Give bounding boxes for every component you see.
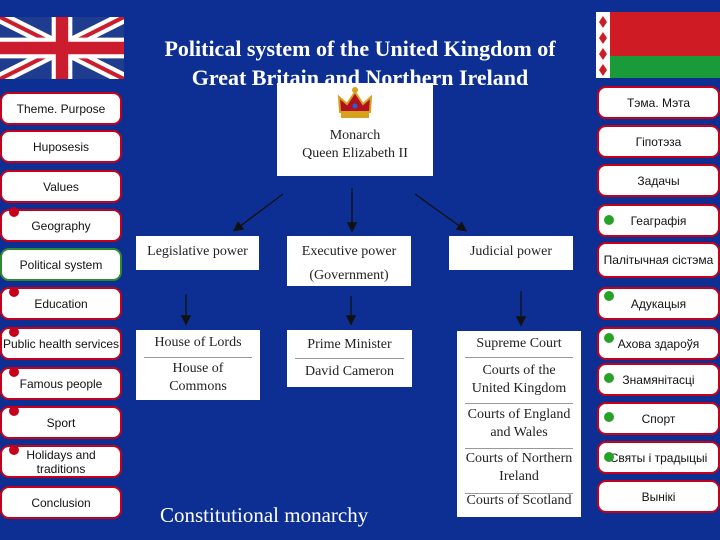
nav-znamianitasci[interactable]: Знамянітасці: [597, 363, 720, 396]
nav-label: Values: [43, 179, 79, 194]
nav-holidays[interactable]: Holidays and traditions: [0, 445, 122, 478]
bullet-dot: [9, 207, 19, 217]
courts-ni-line1: Courts of Northern: [465, 451, 573, 466]
footer-caption: Constitutional monarchy: [160, 503, 369, 527]
crown-icon: [337, 87, 373, 118]
nav-geography[interactable]: Geography: [0, 209, 122, 242]
executive-power-subtitle: (Government): [309, 268, 389, 283]
nav-public-health[interactable]: Public health services: [0, 327, 122, 360]
nav-education[interactable]: Education: [0, 287, 122, 320]
judicial-power-card: Judicial power: [449, 236, 573, 270]
legislative-power-label: Legislative power: [147, 244, 248, 259]
bullet-dot: [604, 333, 614, 343]
divider: [465, 403, 573, 404]
nav-label: Conclusion: [31, 495, 91, 510]
divider: [465, 357, 573, 358]
prime-minister-name: David Cameron: [304, 364, 395, 379]
nav-theme-purpose[interactable]: Theme. Purpose: [0, 92, 122, 125]
nav-hypothesis[interactable]: Huposesis: [0, 130, 122, 163]
supreme-court: Supreme Court: [476, 336, 562, 351]
nav-label: Задачы: [637, 173, 680, 188]
bullet-dot: [604, 412, 614, 422]
nav-label: Holidays and traditions: [26, 447, 96, 476]
arrow-to-legislative: [232, 193, 284, 232]
bullet-dot: [9, 327, 19, 337]
bullet-dot: [9, 287, 19, 297]
divider: [144, 357, 252, 358]
nav-label: Спорт: [641, 411, 676, 426]
judicial-power-label: Judicial power: [469, 244, 553, 259]
nav-label: Вынікі: [641, 489, 676, 504]
government-card: Prime Minister David Cameron: [287, 330, 412, 387]
belarus-flag-icon: [596, 12, 720, 78]
nav-label: Знамянітасці: [622, 372, 695, 387]
courts-england-line2: and Wales: [490, 425, 548, 440]
nav-values[interactable]: Values: [0, 170, 122, 203]
nav-label: Theme. Purpose: [16, 101, 106, 116]
house-of-commons-line2: Commons: [169, 379, 227, 394]
nav-sport[interactable]: Sport: [0, 406, 122, 439]
courts-uk-line1: Courts of the: [482, 363, 556, 378]
bullet-dot: [9, 367, 19, 377]
nav-label: Sport: [46, 415, 76, 430]
nav-political-system[interactable]: Political system: [0, 248, 122, 281]
nav-label: Famous people: [19, 376, 103, 391]
bullet-dot: [9, 445, 19, 455]
nav-label: Huposesis: [32, 139, 90, 154]
bullet-dot: [9, 406, 19, 416]
title-line-1: Political system of the United Kingdom o…: [164, 36, 556, 61]
executive-power-label: Executive power: [301, 244, 397, 259]
monarch-name: Queen Elizabeth II: [302, 146, 408, 161]
prime-minister-title: Prime Minister: [307, 337, 392, 352]
courts-card: Supreme Court Courts of the United Kingd…: [457, 331, 581, 517]
house-of-lords: House of Lords: [154, 335, 242, 350]
courts-uk-line2: United Kingdom: [471, 381, 567, 396]
bullet-dot: [604, 215, 614, 225]
parliament-card: House of Lords House of Commons: [136, 330, 260, 400]
bullet-dot: [604, 452, 614, 462]
monarch-title: Monarch: [329, 128, 381, 143]
courts-england-line1: Courts of England: [467, 407, 571, 422]
nav-label: Гіпотэза: [635, 134, 682, 149]
divider: [295, 358, 404, 359]
nav-zadachy[interactable]: Задачы: [597, 164, 720, 197]
nav-label: Тэма. Мэта: [626, 95, 691, 110]
divider: [465, 448, 573, 449]
bullet-dot: [604, 373, 614, 383]
monarch-card: Monarch Queen Elizabeth II: [277, 83, 433, 176]
nav-label: Ахова здароўя: [617, 336, 700, 351]
nav-vyniki[interactable]: Вынікі: [597, 480, 720, 513]
nav-hipoteza[interactable]: Гіпотэза: [597, 125, 720, 158]
nav-label: Political system: [19, 257, 103, 272]
courts-scotland: Courts of Scotland: [466, 493, 572, 508]
uk-flag-icon: [0, 17, 124, 79]
nav-label: Геаграфія: [630, 213, 687, 228]
executive-power-card: Executive power (Government): [287, 236, 411, 286]
nav-sport-by[interactable]: Спорт: [597, 402, 720, 435]
legislative-power-card: Legislative power: [136, 236, 259, 270]
courts-ni-line2: Ireland: [499, 469, 539, 484]
nav-label: Public health services: [2, 336, 120, 351]
nav-famous-people[interactable]: Famous people: [0, 367, 122, 400]
nav-sviaty[interactable]: Святы і традыцыі: [597, 441, 720, 474]
nav-label: Geography: [31, 218, 91, 233]
nav-akhova-zdarovya[interactable]: Ахова здароўя: [597, 327, 720, 360]
nav-conclusion[interactable]: Conclusion: [0, 486, 122, 519]
nav-label: Education: [34, 296, 88, 311]
arrow-to-judicial: [414, 193, 468, 232]
divider: [465, 493, 573, 494]
nav-label: Палітычная сістэма: [603, 253, 714, 267]
nav-tema-meta[interactable]: Тэма. Мэта: [597, 86, 720, 119]
nav-geahrafia[interactable]: Геаграфія: [597, 204, 720, 237]
nav-adukacyia[interactable]: Адукацыя: [597, 287, 720, 320]
nav-label: Адукацыя: [630, 296, 687, 311]
house-of-commons-line1: House of: [172, 361, 224, 376]
nav-palitychnaya-sistema[interactable]: Палітычная сістэма: [597, 242, 720, 278]
bullet-dot: [604, 291, 614, 301]
nav-label: Святы і традыцыі: [609, 450, 708, 465]
